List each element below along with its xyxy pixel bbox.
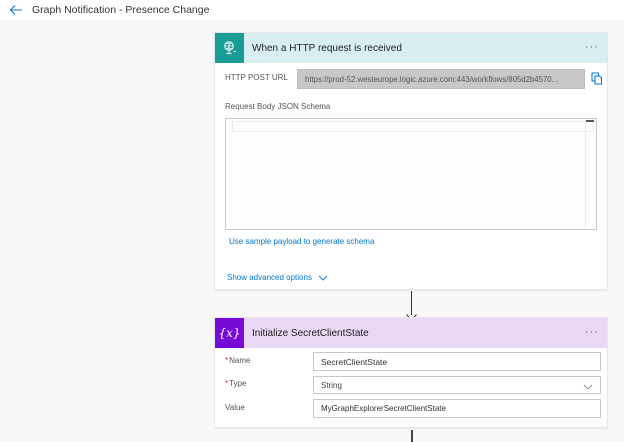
copy-icon[interactable] xyxy=(591,72,603,90)
show-advanced-options[interactable]: Show advanced options xyxy=(227,268,328,286)
scrollbar-thumb[interactable] xyxy=(586,120,594,122)
chevron-down-icon xyxy=(583,383,593,392)
page-title: Graph Notification - Presence Change xyxy=(32,4,210,16)
value-label: Value xyxy=(225,403,245,412)
variable-type-value: String xyxy=(321,380,342,390)
show-advanced-options-link[interactable]: Show advanced options xyxy=(227,272,312,282)
http-post-url-field[interactable]: https://prod-52.westeurope.logic.azure.c… xyxy=(297,69,585,89)
json-schema-editor[interactable] xyxy=(225,118,597,230)
editor-current-line xyxy=(232,121,594,132)
more-options-button[interactable]: ··· xyxy=(585,326,599,338)
type-label: *Type xyxy=(225,379,247,388)
http-trigger-title: When a HTTP request is received xyxy=(252,42,402,54)
http-post-url-row: HTTP POST URL https://prod-52.westeurope… xyxy=(215,63,607,93)
top-bar: Graph Notification - Presence Change xyxy=(0,0,624,20)
variable-icon: {x} xyxy=(215,318,244,348)
initialize-variable-header[interactable]: {x} Initialize SecretClientState ··· xyxy=(215,318,607,348)
http-trigger-header[interactable]: When a HTTP request is received ··· xyxy=(215,33,607,63)
variable-name-input[interactable]: SecretClientState xyxy=(313,352,601,371)
sample-payload-link[interactable]: Use sample payload to generate schema xyxy=(229,237,375,246)
editor-scrollbar[interactable] xyxy=(585,119,596,229)
http-request-globe-icon xyxy=(215,33,244,63)
connector-line xyxy=(411,430,413,442)
more-options-button[interactable]: ··· xyxy=(585,41,599,53)
http-post-url-label: HTTP POST URL xyxy=(225,73,288,82)
variable-value-input[interactable]: MyGraphExplorerSecretClientState xyxy=(313,399,601,418)
name-label: *Name xyxy=(225,356,251,365)
initialize-variable-title: Initialize SecretClientState xyxy=(252,327,369,339)
schema-label: Request Body JSON Schema xyxy=(225,102,331,111)
initialize-variable-card: {x} Initialize SecretClientState ··· *Na… xyxy=(214,317,608,428)
chevron-down-icon xyxy=(318,268,328,286)
connector-line xyxy=(411,291,412,315)
http-trigger-card: When a HTTP request is received ··· HTTP… xyxy=(214,32,608,290)
variable-type-dropdown[interactable]: String xyxy=(313,376,601,394)
back-arrow-icon[interactable] xyxy=(9,3,23,17)
designer-canvas: When a HTTP request is received ··· HTTP… xyxy=(0,20,624,442)
